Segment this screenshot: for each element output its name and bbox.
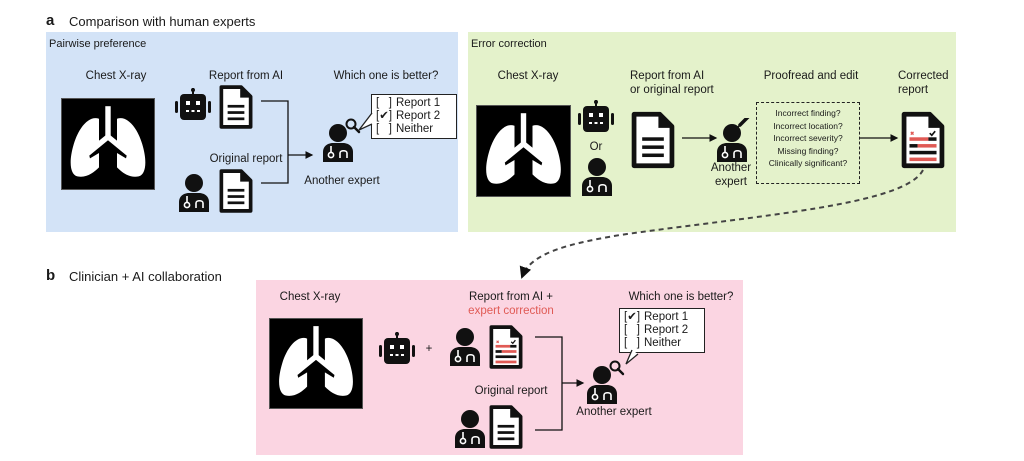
collab-ai-report-label: Report from AI + expert correction xyxy=(456,290,566,318)
clinician-ai-collaboration-panel: Chest X-ray + Report from AI + expert co… xyxy=(256,280,743,455)
pairwise-xray-label: Chest X-ray xyxy=(85,70,147,82)
collab-merge-connector xyxy=(535,336,583,431)
checkbox-report-2[interactable]: [ ] xyxy=(624,324,640,336)
corrected-label-line1: Corrected xyxy=(898,70,949,82)
collab-choice-bubble: [✔]Report 1 [ ] Report 2 [ ] Neither xyxy=(619,308,705,353)
collab-bubble-tail xyxy=(625,349,639,365)
editing-expert-label-line1: Another xyxy=(710,162,752,174)
choice-row[interactable]: [ ] Neither xyxy=(624,337,700,350)
checklist-item: Incorrect finding? xyxy=(775,108,841,118)
proofread-label: Proofread and edit xyxy=(763,70,859,82)
choice-row[interactable]: [ ] Neither xyxy=(376,123,452,136)
pairwise-question: Which one is better? xyxy=(333,70,439,82)
error-checklist: Incorrect finding? Incorrect location? I… xyxy=(756,102,860,184)
error-xray-label: Chest X-ray xyxy=(497,70,559,82)
editing-expert-label: Another expert xyxy=(701,161,761,189)
chest-xray-image xyxy=(269,318,363,409)
pairwise-ai-report-label: Report from AI xyxy=(208,70,284,82)
collab-xray-label: Chest X-ray xyxy=(279,291,341,303)
corrected-to-collab-dashed-connector xyxy=(519,169,924,279)
report-label-line2: or original report xyxy=(630,84,714,96)
chest-xray-image xyxy=(61,98,155,190)
choice-row[interactable]: [✔]Report 2 xyxy=(376,110,452,123)
checklist-item: Incorrect location? xyxy=(773,120,843,131)
checkbox-neither[interactable]: [ ] xyxy=(376,123,392,135)
collab-ai-report-line1: Report from AI + xyxy=(468,291,554,303)
plus-sign: + xyxy=(425,343,433,355)
pairwise-merge-connector xyxy=(261,100,312,184)
checkbox-report-1[interactable]: [ ] xyxy=(376,97,392,109)
panel-b-title: Clinician + AI collaboration xyxy=(69,269,222,284)
corrected-report-label: Corrected report xyxy=(898,69,958,97)
choice-row[interactable]: [ ] Report 2 xyxy=(624,324,700,337)
choice-label: Neither xyxy=(396,123,434,135)
pairwise-bubble-tail xyxy=(358,112,373,131)
choice-label: Report 2 xyxy=(396,110,441,122)
choice-label: Report 2 xyxy=(644,324,689,336)
checkbox-report-1-checked[interactable]: [✔] xyxy=(624,311,641,323)
editing-expert-label-line2: expert xyxy=(715,176,747,188)
panel-a-title: Comparison with human experts xyxy=(69,14,256,29)
error-correction-panel: Error correction Chest X-ray Or Report f… xyxy=(468,32,956,232)
pairwise-title: Pairwise preference xyxy=(49,38,147,50)
choice-label: Neither xyxy=(644,337,682,349)
pairwise-evaluator-label: Another expert xyxy=(304,175,380,187)
choice-label: Report 1 xyxy=(396,97,441,109)
corrected-label-line2: report xyxy=(898,84,929,96)
collab-question: Which one is better? xyxy=(628,291,734,303)
collab-original-report-label: Original report xyxy=(474,385,548,397)
pairwise-original-report-label: Original report xyxy=(209,153,283,165)
pairwise-preference-panel: Pairwise preference Chest X-ray Report f… xyxy=(46,32,458,232)
chest-xray-image xyxy=(476,105,571,197)
panel-b-letter: b xyxy=(46,267,56,284)
checkbox-neither[interactable]: [ ] xyxy=(624,337,640,349)
checkbox-report-2-checked[interactable]: [✔] xyxy=(376,110,393,122)
or-label: Or xyxy=(589,141,603,153)
error-correction-title: Error correction xyxy=(471,38,547,50)
report-label-line1: Report from AI xyxy=(630,70,705,82)
expert-correction-label: expert correction xyxy=(468,305,554,317)
checklist-item: Clinically significant? xyxy=(768,158,848,168)
choice-label: Report 1 xyxy=(644,311,689,323)
checklist-item: Incorrect severity? xyxy=(773,133,843,143)
report-label: Report from AI or original report xyxy=(630,69,750,97)
pairwise-choice-bubble: [ ] Report 1 [✔]Report 2 [ ] Neither xyxy=(371,94,457,139)
choice-row[interactable]: [ ] Report 1 xyxy=(376,97,452,110)
checklist-item: Missing finding? xyxy=(777,145,839,156)
choice-row[interactable]: [✔]Report 1 xyxy=(624,311,700,324)
panel-a-letter: a xyxy=(46,12,55,29)
collab-evaluator-label: Another expert xyxy=(576,406,652,418)
